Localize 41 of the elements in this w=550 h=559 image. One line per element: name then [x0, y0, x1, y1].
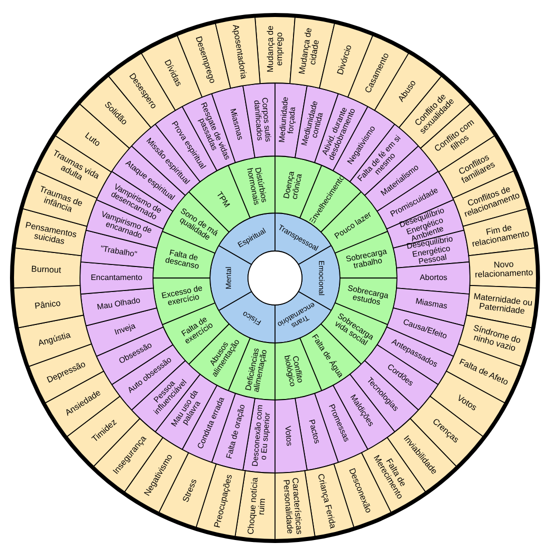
segment-label: Conflito biológico	[281, 354, 306, 390]
segment-label: Falta de descanso	[163, 246, 201, 273]
segment-label: Doença crônica	[280, 169, 305, 202]
segment-label: Inveja	[112, 320, 138, 339]
ring-segment	[12, 285, 84, 329]
segment-label: Mudança de emprego	[264, 24, 285, 74]
segment-label: Sobrecarga trabalho	[344, 245, 388, 272]
segment-label: Encantamento	[90, 272, 144, 284]
segment-label: Abortos	[418, 272, 448, 284]
segment-label: Stress	[178, 476, 200, 506]
segment-label: Luto	[83, 128, 104, 150]
segment-label: Miasmas	[414, 295, 449, 312]
segment-label: Excesso de exercício	[160, 282, 204, 310]
segment-label: Maternidade ou Paternidade	[472, 290, 534, 318]
ring-segment	[468, 247, 538, 289]
segment-label: Corpos sutis danificados	[251, 96, 274, 144]
segment-label: Mediunidade forçada	[276, 95, 298, 145]
segment-label: Falta de oração	[224, 403, 248, 462]
segment-label: Características Personalidade	[280, 476, 306, 537]
segment-label: Miasmas	[227, 106, 246, 142]
segment-label: Desconexão com o Eu superior	[249, 403, 273, 469]
segment-label: Pactos	[306, 418, 323, 446]
segment-label: Votos	[282, 424, 296, 448]
segment-label: Choque notícia ruim	[244, 476, 268, 537]
segment-label: Mudança de cidade	[296, 26, 322, 77]
ring-segment	[274, 470, 316, 542]
ring-segment	[274, 398, 308, 474]
segment-label: Pânico	[32, 296, 62, 312]
segment-label: Falta de Afeto	[457, 354, 512, 389]
segment-label: Distúrbios hormonais	[244, 166, 270, 208]
segment-label: Mau Olhado	[95, 294, 142, 314]
segment-label: Novo relacionamento	[474, 258, 534, 282]
segment-label: Angústia	[36, 328, 72, 350]
segment-label: Divórcio	[333, 42, 354, 78]
ring-segment	[242, 82, 276, 158]
ring-segment	[214, 15, 261, 89]
segment-label: Criança Ferida	[315, 472, 340, 532]
ring-segment	[218, 212, 276, 265]
segment-label: "Trabalho"	[98, 242, 139, 261]
segment-label: Burnout	[30, 262, 62, 276]
ring-segment	[12, 247, 82, 289]
